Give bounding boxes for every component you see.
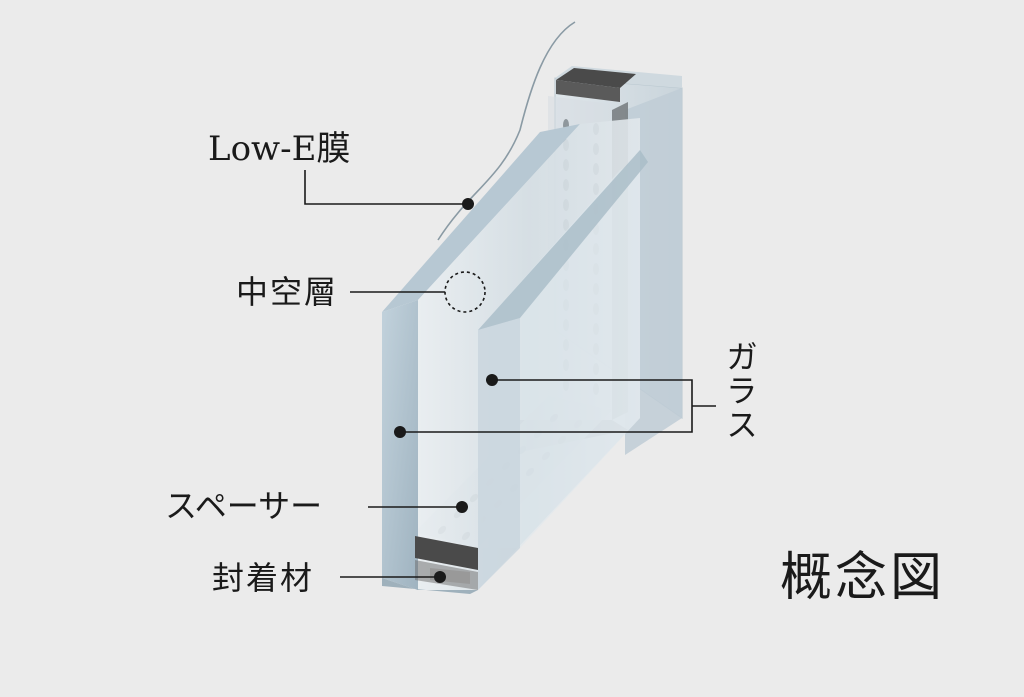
dot-low-e	[462, 198, 474, 210]
sealant-label: 封着材	[212, 559, 315, 597]
low-e-label: Low-E膜	[208, 129, 351, 169]
dot-glass-outer	[394, 426, 406, 438]
glass-label: ガラス	[721, 340, 759, 442]
front-glass-pane	[382, 118, 640, 594]
leader-low-e	[304, 170, 468, 205]
bottom-sealant	[415, 536, 478, 590]
dot-sealant	[434, 571, 446, 583]
leader-dots	[394, 198, 498, 583]
top-spacer-cap	[556, 68, 636, 88]
leader-lines	[304, 170, 716, 578]
air-layer-label: 中空層	[236, 273, 339, 311]
spacer-label: スペーサー	[165, 487, 323, 525]
dot-glass-inner	[486, 374, 498, 386]
dot-spacer	[456, 501, 468, 513]
diagram-title: 概念図	[780, 548, 946, 608]
middle-glass-bevel	[478, 150, 648, 330]
